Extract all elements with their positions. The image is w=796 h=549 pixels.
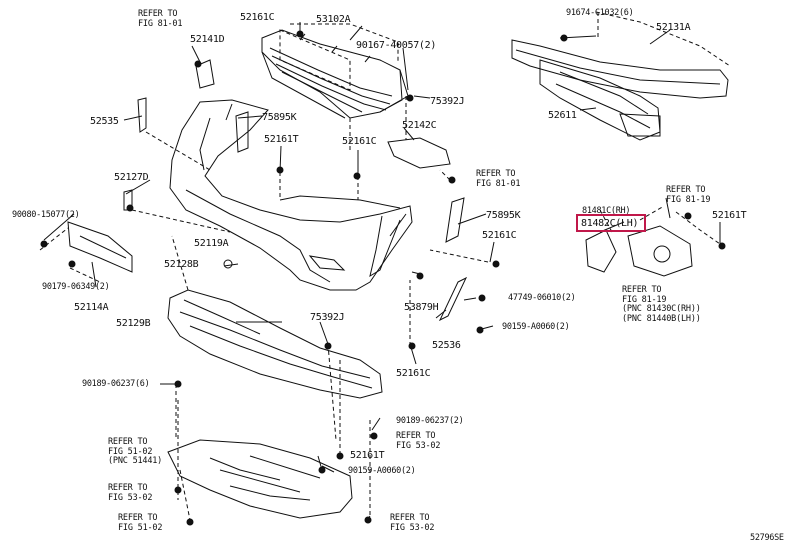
- label-52114A[interactable]: 52114A: [74, 302, 109, 313]
- lower-spoiler-52129B-part: [167, 289, 383, 399]
- label-52161C-top[interactable]: 52161C: [240, 12, 275, 23]
- moulding-75895K-right-part: [445, 197, 465, 243]
- reinforcement-52131A-part: [511, 11, 731, 99]
- label-52611[interactable]: 52611: [548, 110, 577, 121]
- label-53879H[interactable]: 53879H: [404, 302, 439, 313]
- label-47749-06010[interactable]: 47749-06010(2): [508, 293, 576, 303]
- moulding-75895K-part: [235, 111, 249, 153]
- label-52161C-low[interactable]: 52161C: [396, 368, 431, 379]
- bracket-52114A-part: [67, 221, 133, 273]
- label-75895K-right[interactable]: 75895K: [486, 210, 521, 221]
- fog-lamp-81481C-part: [585, 225, 693, 277]
- label-52142C[interactable]: 52142C: [402, 120, 437, 131]
- label-90167-40057[interactable]: 90167-40057(2): [356, 40, 437, 51]
- label-90159-A0060-a[interactable]: 90159-A0060(2): [502, 322, 570, 332]
- label-52127D[interactable]: 52127D: [114, 172, 149, 183]
- label-52119A[interactable]: 52119A: [194, 238, 229, 249]
- bracket-52536-part: [438, 276, 468, 322]
- label-52161T-right[interactable]: 52161T: [712, 210, 747, 221]
- label-52161C-mid[interactable]: 52161C: [342, 136, 377, 147]
- label-90189-06237-2[interactable]: 90189-06237(2): [396, 416, 464, 426]
- label-75392J-mid[interactable]: 75392J: [310, 312, 345, 323]
- label-52129B[interactable]: 52129B: [116, 318, 151, 329]
- label-52536[interactable]: 52536: [432, 340, 461, 351]
- part-highlight-box: [576, 214, 646, 232]
- label-52141D[interactable]: 52141D: [190, 34, 225, 45]
- absorber-52611-part: [539, 59, 661, 141]
- label-90159-A0060-b[interactable]: 90159-A0060(2): [348, 466, 416, 476]
- label-90080-15077[interactable]: 90080-15077(2): [12, 210, 80, 220]
- label-52161T-low[interactable]: 52161T: [350, 450, 385, 461]
- bumper-cover-52119A-part: [169, 99, 413, 291]
- label-75895K-top[interactable]: 75895K: [262, 112, 297, 123]
- engine-under-cover-part: [167, 439, 353, 519]
- label-81482C-lh[interactable]: 81482C(LH): [581, 218, 639, 229]
- label-53102A[interactable]: 53102A: [316, 14, 351, 25]
- label-52161T-a[interactable]: 52161T: [264, 134, 299, 145]
- label-81481C-rh[interactable]: 81481C(RH): [582, 206, 631, 216]
- label-52131A[interactable]: 52131A: [656, 22, 691, 33]
- label-90189-06237-6[interactable]: 90189-06237(6): [82, 379, 150, 389]
- bracket-52142C-part: [387, 137, 451, 169]
- label-52535[interactable]: 52535: [90, 116, 119, 127]
- bracket-52141D-part: [195, 59, 215, 89]
- label-90179-06349[interactable]: 90179-06349(2): [42, 282, 110, 292]
- label-52128B[interactable]: 52128B: [164, 259, 199, 270]
- diagram-code: 52796SE: [750, 533, 784, 543]
- label-91674-C1032[interactable]: 91674-C1032(6): [566, 8, 634, 18]
- label-52161C-right[interactable]: 52161C: [482, 230, 517, 241]
- bracket-52535-part: [137, 97, 147, 133]
- label-75392J-top[interactable]: 75392J: [430, 96, 465, 107]
